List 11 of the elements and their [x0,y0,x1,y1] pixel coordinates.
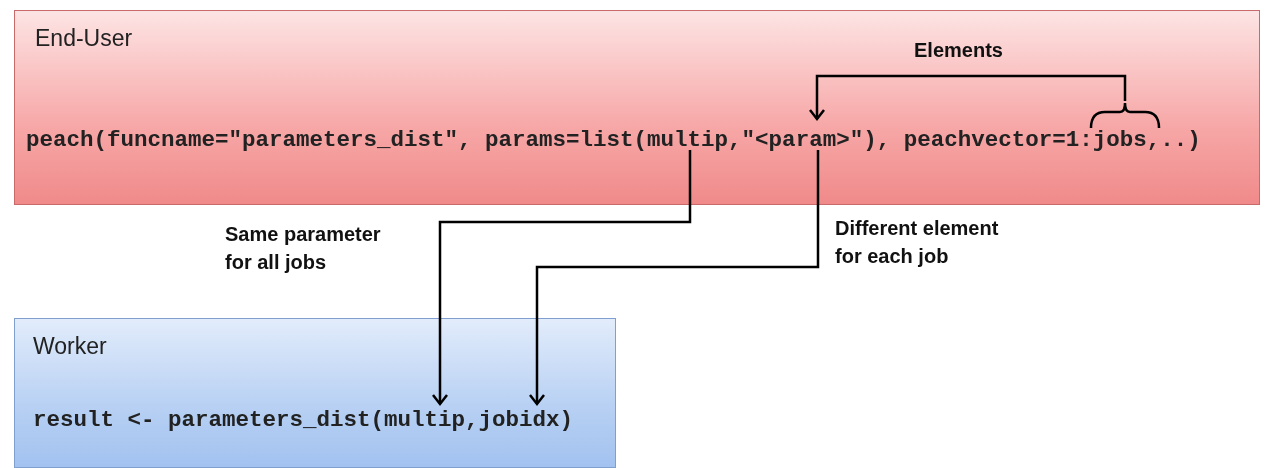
edge-label: Different element for each job [835,216,1000,269]
box-heading: Worker [33,333,107,360]
edge-label: Same parameter for all jobs [225,222,382,275]
container-box [14,10,1260,205]
container-box [14,318,616,468]
code-line: result <- parameters_dist(multip,jobidx) [33,407,574,433]
box-heading: End-User [35,25,133,52]
code-line: peach(funcname="parameters_dist", params=list(multip,"<param>"), peachvector=1:jobs,..) [26,127,1201,153]
arrow [528,150,820,406]
edge-label: Elements [914,38,1004,63]
arrow [808,74,1127,121]
